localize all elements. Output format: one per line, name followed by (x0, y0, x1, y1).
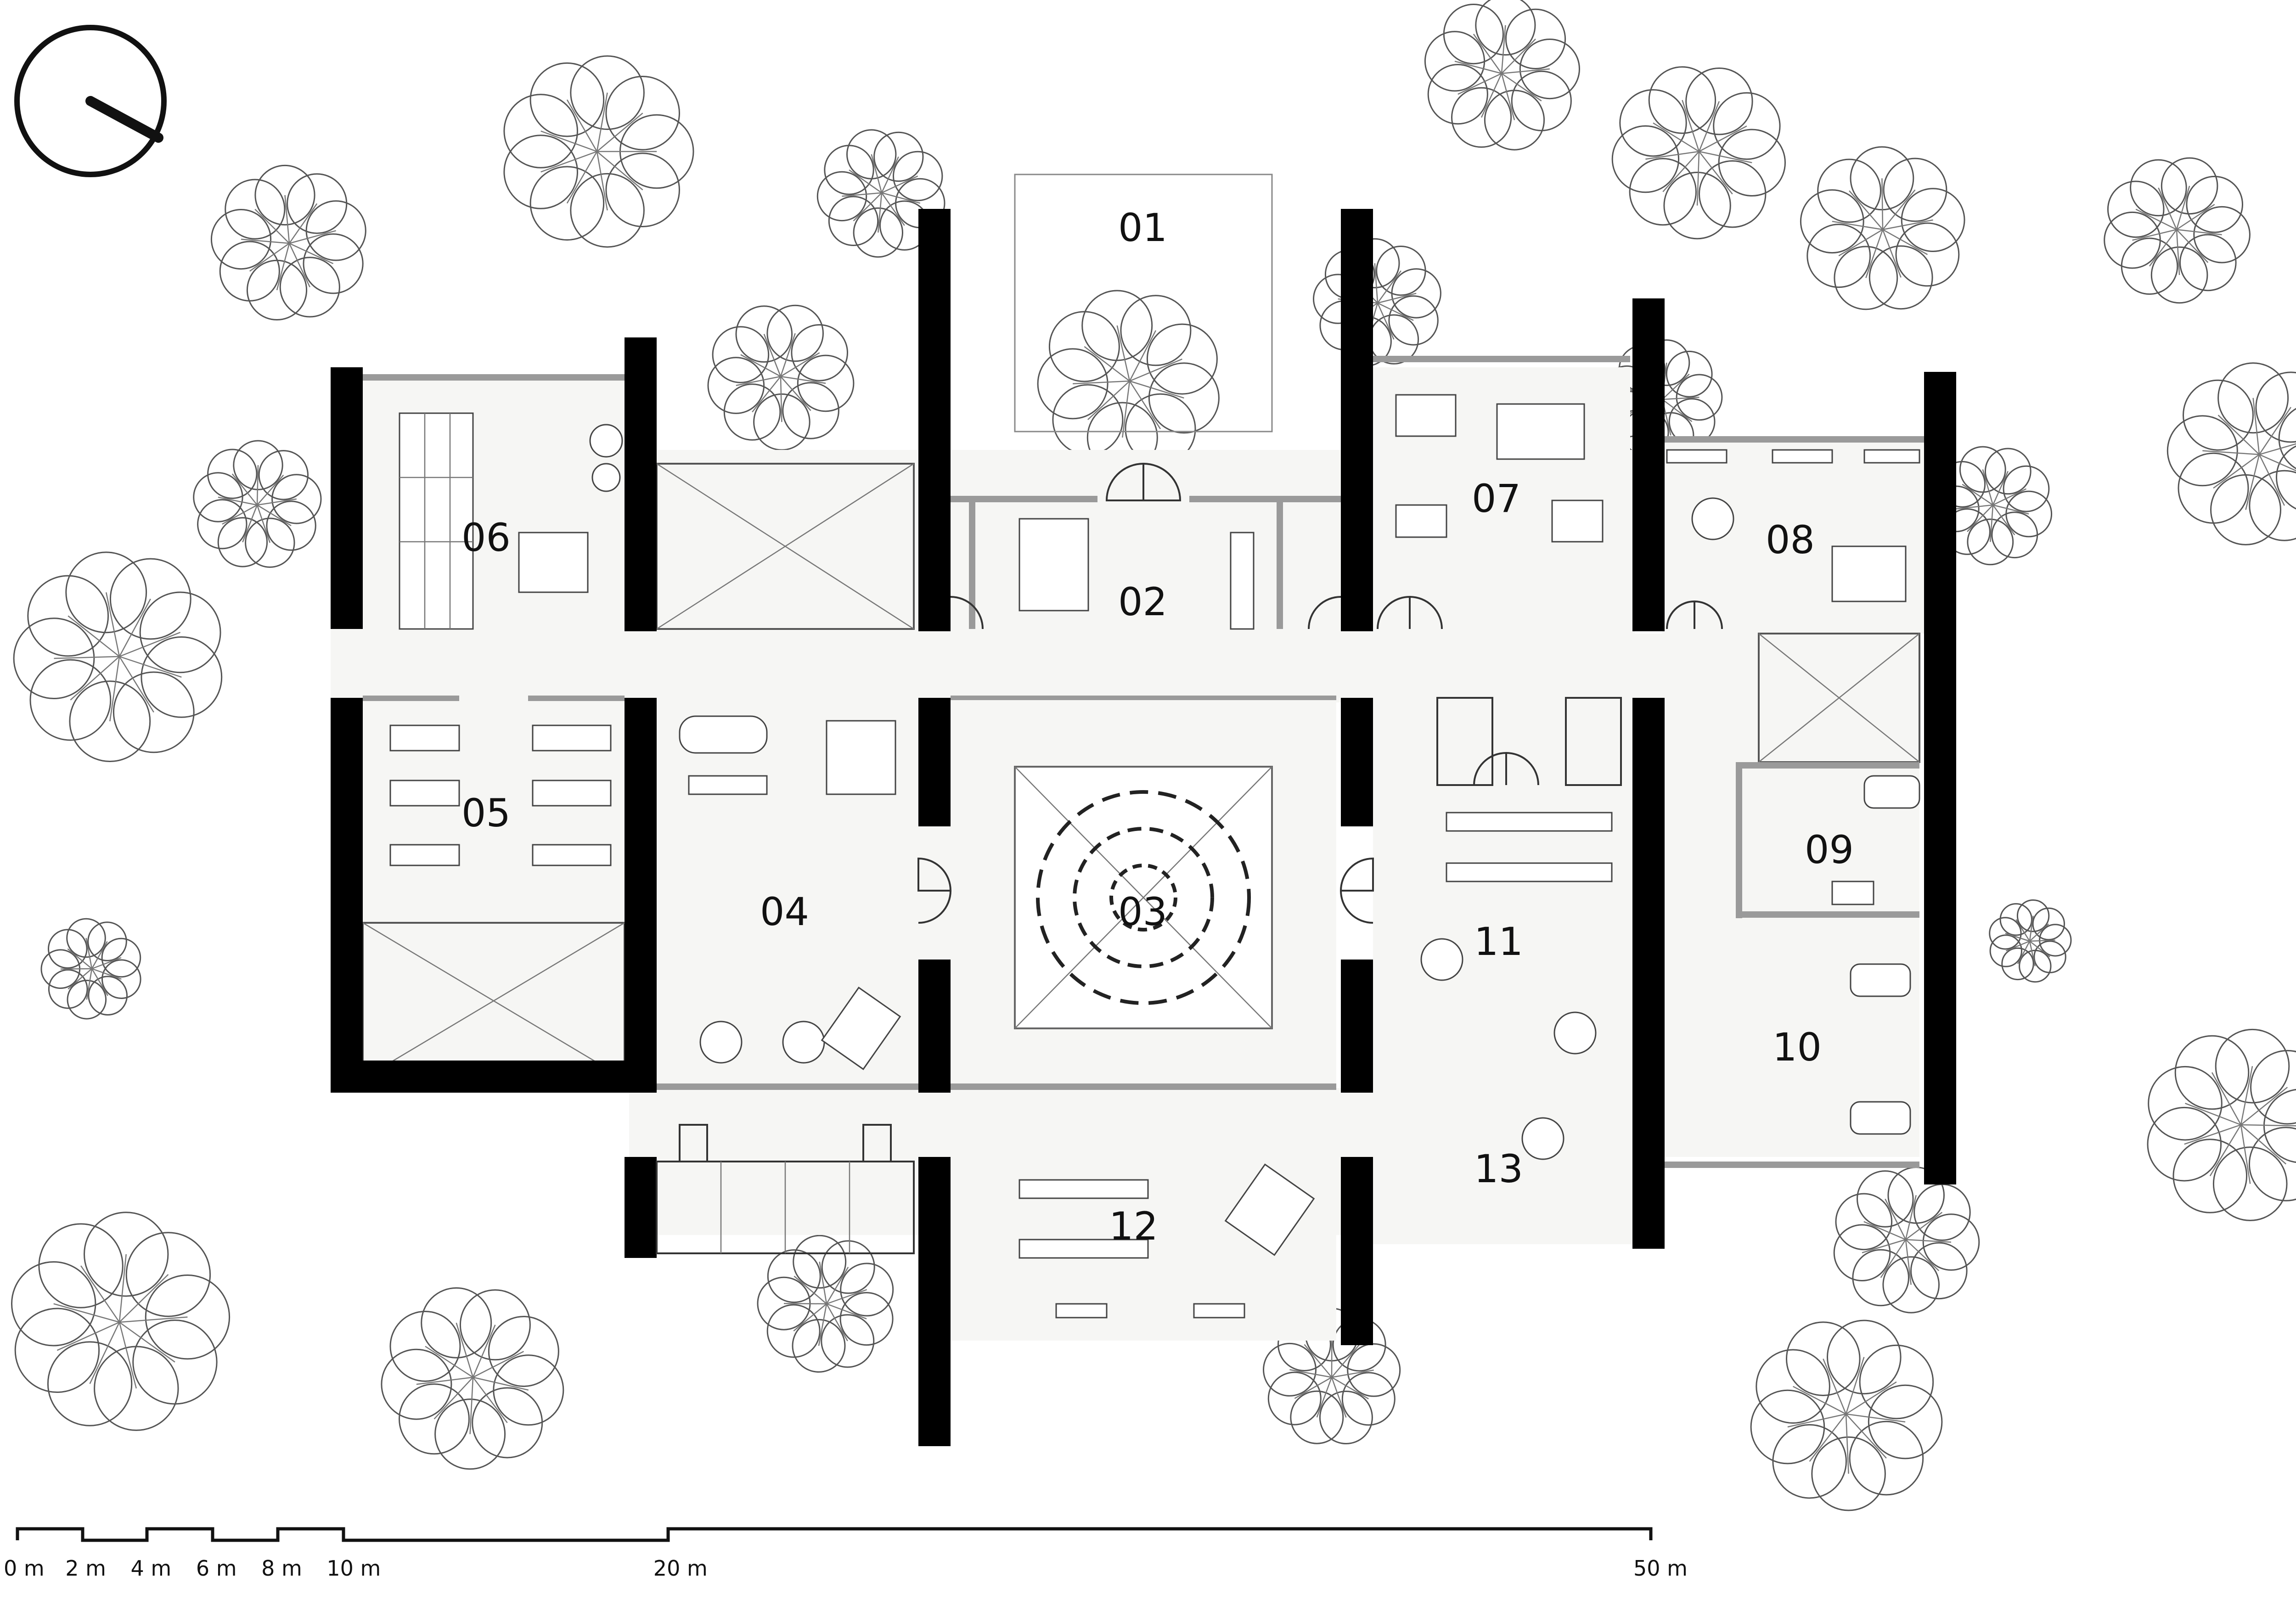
scale-tick-label: 2 m (65, 1556, 106, 1581)
tree-icon (1750, 1319, 1943, 1511)
tree-icon (210, 164, 366, 321)
tree-icon (503, 55, 694, 248)
central-courtyard (1014, 766, 1273, 1029)
room-label-03: 03 (1118, 889, 1167, 934)
tree-icon (707, 304, 855, 451)
scale-tick-label: 6 m (196, 1556, 237, 1581)
scale-tick-label: 20 m (653, 1556, 708, 1581)
room-label-09: 09 (1805, 827, 1854, 872)
room-label-13: 13 (1474, 1146, 1523, 1191)
scale-tick-label: 10 m (326, 1556, 381, 1581)
room-label-10: 10 (1773, 1025, 1822, 1070)
tree-icon (1313, 238, 1441, 367)
doors (917, 462, 1723, 924)
scale-tick-label: 8 m (261, 1556, 302, 1581)
room-label-08: 08 (1766, 517, 1815, 562)
room-label-04: 04 (760, 889, 809, 934)
furniture (389, 394, 1920, 1319)
tree-icon (1800, 146, 1965, 310)
scale-tick-label: 0 m (4, 1556, 45, 1581)
north-arrow-icon (14, 25, 167, 177)
tree-icon (757, 1235, 894, 1373)
open-patios (362, 174, 1920, 1080)
room-label-11: 11 (1474, 919, 1523, 964)
tree-icon (1611, 66, 1786, 240)
tree-icon (1833, 1167, 1980, 1313)
tree-icon (13, 551, 223, 762)
tree-icon (1037, 290, 1220, 473)
tree-icon (1424, 0, 1580, 151)
scale-tick-label: 50 m (1633, 1556, 1688, 1581)
tree-icon (816, 129, 945, 258)
room-label-07: 07 (1472, 476, 1521, 521)
tree-icon (40, 918, 141, 1020)
room-label-12: 12 (1109, 1204, 1158, 1249)
tree-icon (11, 1212, 231, 1431)
partitions (360, 356, 1924, 1168)
scale-tick-label: 4 m (131, 1556, 172, 1581)
scale-bar: 0 m 2 m 4 m 6 m 8 m 10 m 20 m 50 m (4, 1527, 1688, 1581)
tree-icon (193, 440, 322, 568)
tree-icon (2104, 157, 2251, 304)
tree-icon (1989, 899, 2072, 983)
restrooms (656, 697, 1622, 1254)
room-labels: 01 02 03 04 05 06 07 08 09 10 11 12 13 (461, 205, 1854, 1249)
room-label-01: 01 (1118, 205, 1167, 250)
room-label-02: 02 (1118, 579, 1167, 624)
room-label-05: 05 (461, 791, 511, 836)
landscape-trees (11, 0, 2296, 1511)
structural-walls (331, 209, 1956, 1446)
tree-icon (381, 1287, 564, 1470)
room-label-06: 06 (461, 515, 511, 560)
tree-icon (2167, 362, 2296, 545)
tree-icon (2147, 1028, 2296, 1221)
